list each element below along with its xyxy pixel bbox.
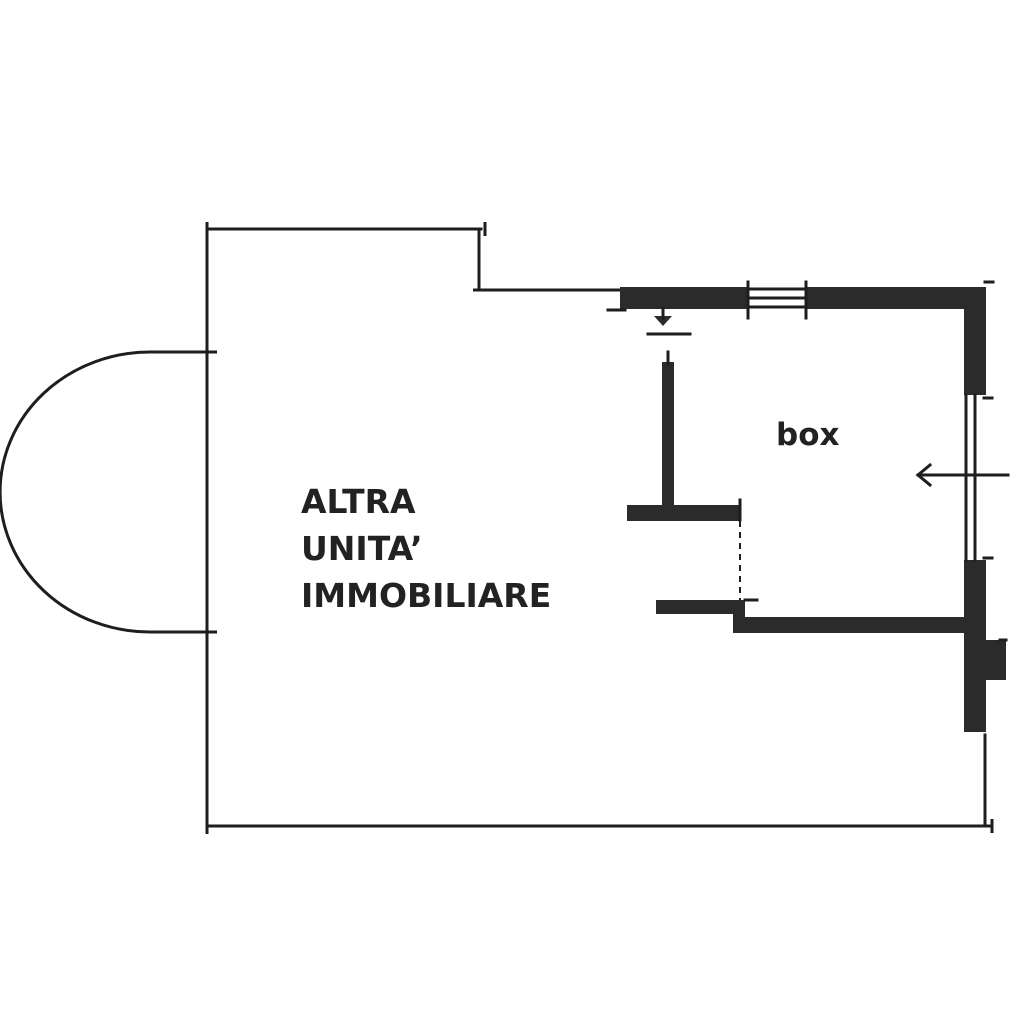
box-right-wall-lower <box>964 560 986 732</box>
vertical-partition-wall <box>662 362 674 508</box>
garage-door <box>964 393 977 562</box>
box-right-wall-upper <box>964 287 986 395</box>
box-detail-lines <box>606 280 1008 642</box>
arrow-left-icon <box>915 462 1010 488</box>
lower-partition-wall <box>656 600 744 614</box>
arrow-head <box>915 462 933 488</box>
top-window <box>746 280 808 320</box>
box-bottom-wall <box>733 617 966 633</box>
box-top-wall-left <box>620 287 748 309</box>
box-top-wall-right <box>806 287 986 309</box>
box-label: box <box>776 417 839 453</box>
other-unit-outline <box>199 222 994 834</box>
other-unit-label-line-1: ALTRA <box>301 482 416 521</box>
box-right-wall-pier <box>984 640 1006 680</box>
box-walls <box>620 287 1006 732</box>
column-marker <box>654 316 672 326</box>
semicircular-bay <box>0 350 209 634</box>
middle-partition-wall <box>627 505 741 521</box>
other-unit-label-line-3: IMMOBILIARE <box>301 576 551 615</box>
other-unit-label-line-2: UNITA’ <box>301 529 423 568</box>
